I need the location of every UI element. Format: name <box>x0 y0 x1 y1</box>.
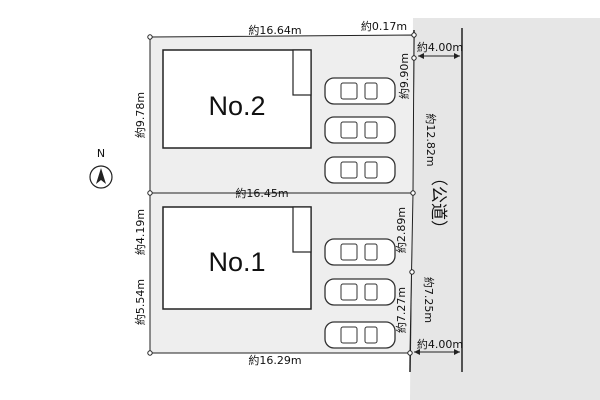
dim-road-width-top: 約4.00m <box>417 40 463 54</box>
compass-label: N <box>97 147 105 160</box>
dim-middle-width: 約16.45m <box>235 186 288 200</box>
north-arrow-icon <box>89 165 113 189</box>
dim-corner-offset: 約0.17m <box>361 19 407 33</box>
dim-no1-right-upper: 約2.89m <box>394 207 408 253</box>
house-label-no1: No.1 <box>208 247 265 277</box>
dim-no2-left: 約9.78m <box>133 92 147 138</box>
arrow-head <box>454 53 460 59</box>
car-icon <box>324 278 396 306</box>
house-label-no2: No.2 <box>208 91 265 121</box>
car-icon <box>324 77 396 105</box>
house-no2 <box>162 49 312 149</box>
car-icon <box>324 238 396 266</box>
arrow-head <box>418 53 424 59</box>
dim-no2-right: 約9.90m <box>397 53 411 99</box>
dim-road-width-bottom: 約4.00m <box>417 337 463 351</box>
dim-no1-right-lower: 約7.27m <box>394 287 408 333</box>
public-road <box>410 18 600 400</box>
road-label: （公道） <box>428 169 448 237</box>
car-icon <box>324 321 396 349</box>
porch-no2 <box>292 49 312 96</box>
house-no1 <box>162 206 312 310</box>
dim-frontage-lower: 約7.25m <box>422 277 436 323</box>
survey-points <box>147 32 417 356</box>
dim-no1-left-upper: 約4.19m <box>133 209 147 255</box>
car-icon <box>324 156 396 184</box>
dim-bottom-width: 約16.29m <box>248 353 301 367</box>
car-icon <box>324 116 396 144</box>
dim-top-width: 約16.64m <box>248 23 301 37</box>
arrow-head <box>414 349 420 355</box>
dim-no1-left-lower: 約5.54m <box>133 279 147 325</box>
porch-no1 <box>292 206 312 253</box>
arrow-head <box>454 349 460 355</box>
dim-frontage-upper: 約12.82m <box>424 113 438 166</box>
